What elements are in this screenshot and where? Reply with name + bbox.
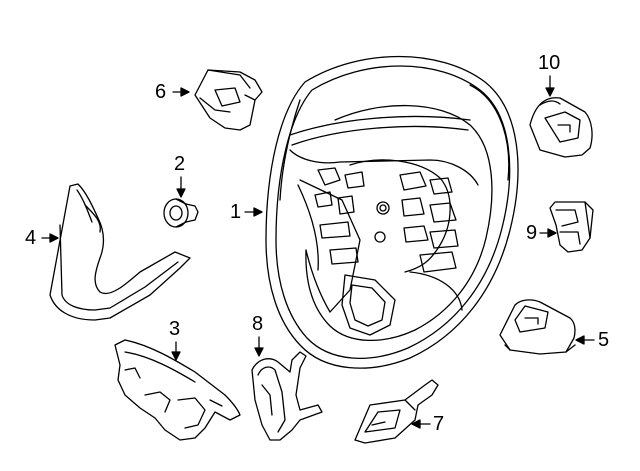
nut-part bbox=[163, 198, 199, 228]
side-switch-left bbox=[251, 351, 323, 441]
arrow-10 bbox=[545, 87, 555, 97]
arrow-9 bbox=[547, 228, 557, 238]
callout-2: 2 bbox=[174, 153, 186, 175]
bezel-trim bbox=[49, 183, 191, 321]
switch-upper-right bbox=[529, 97, 593, 158]
callout-9: 9 bbox=[526, 222, 538, 244]
paddle-shifter bbox=[354, 379, 439, 444]
arrow-2 bbox=[176, 188, 186, 198]
arrow-1 bbox=[253, 207, 263, 217]
arrow-5 bbox=[575, 335, 585, 345]
callout-3: 3 bbox=[169, 318, 181, 340]
callout-8: 8 bbox=[252, 313, 264, 335]
switch-right-middle bbox=[549, 201, 594, 253]
callout-5: 5 bbox=[598, 329, 610, 351]
arrow-7 bbox=[411, 419, 421, 429]
arrow-4 bbox=[49, 233, 59, 243]
callout-1: 1 bbox=[230, 201, 242, 223]
callout-6: 6 bbox=[155, 81, 167, 103]
arrow-8 bbox=[254, 347, 264, 357]
arrow-3 bbox=[171, 351, 181, 361]
callout-4: 4 bbox=[25, 227, 37, 249]
lower-cover bbox=[114, 339, 241, 441]
switch-right-lower bbox=[499, 299, 576, 355]
callout-10: 10 bbox=[538, 52, 561, 74]
callout-7: 7 bbox=[433, 413, 445, 435]
steering-wheel bbox=[265, 55, 519, 369]
arrow-6 bbox=[180, 87, 190, 97]
switch-upper-left bbox=[194, 69, 263, 131]
